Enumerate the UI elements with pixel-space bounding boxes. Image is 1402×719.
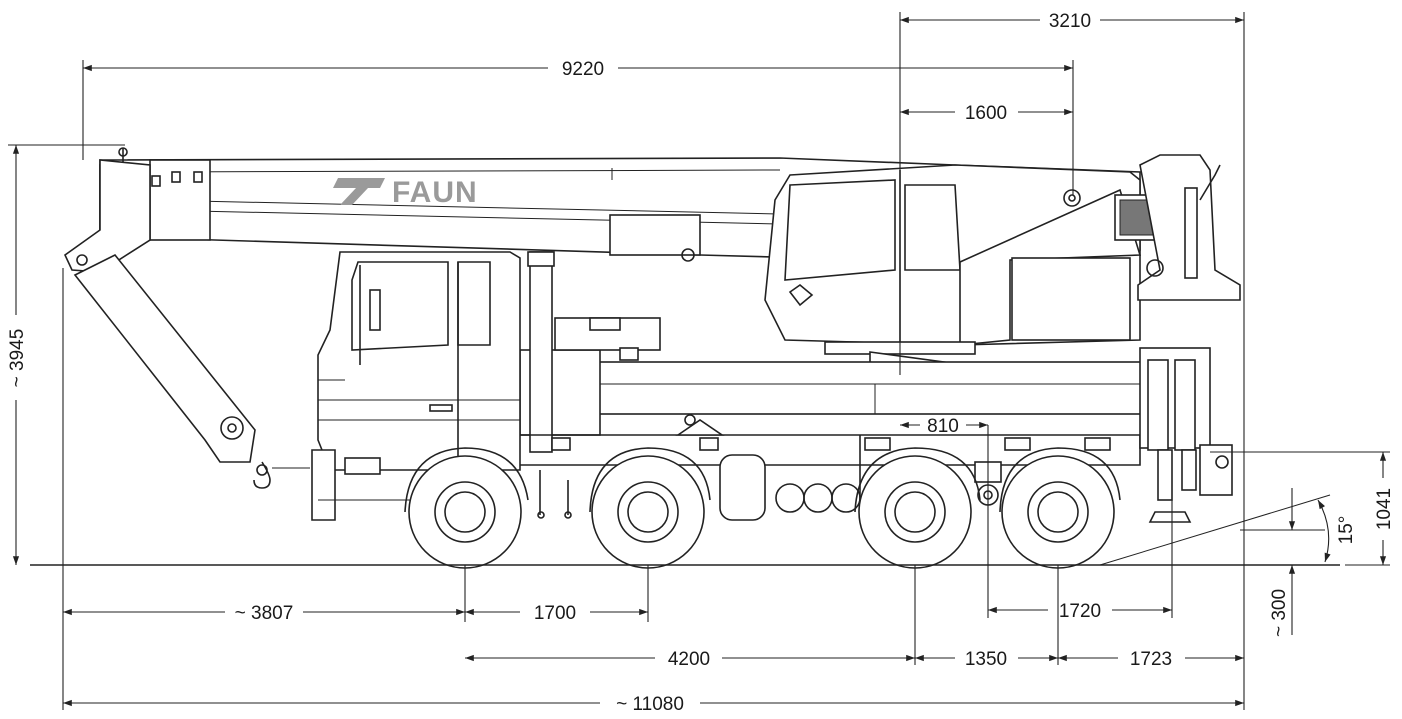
dim-total-length: ~ 11080 bbox=[616, 694, 684, 715]
dim-rear-overhang: 1723 bbox=[1130, 649, 1172, 670]
rear-outrigger bbox=[1139, 347, 1233, 523]
wheel-4 bbox=[1001, 455, 1115, 569]
dimension-lines bbox=[8, 12, 1390, 710]
driver-cab bbox=[311, 251, 521, 521]
wheel-3 bbox=[858, 455, 972, 569]
dim-outrigger-span: 1720 bbox=[1059, 601, 1101, 622]
dim-front-overhang: ~ 3807 bbox=[235, 603, 294, 624]
dim-rear-overhang-top: 3210 bbox=[1049, 11, 1091, 32]
dim-slew-offset: 810 bbox=[927, 416, 959, 437]
dimension-labels: 3210 9220 1600 810 ~ 3945 1041 15° ~ 300… bbox=[7, 11, 1395, 715]
logo-text: FAUN bbox=[392, 176, 478, 209]
dim-outrigger-height: 1041 bbox=[1374, 488, 1395, 530]
crane-vehicle: FAUN bbox=[30, 147, 1340, 569]
dim-slew-to-pivot: 1600 bbox=[965, 103, 1007, 124]
wheels bbox=[404, 447, 1121, 569]
dim-departure-angle: 15° bbox=[1336, 516, 1357, 545]
superstructure bbox=[764, 154, 1241, 386]
dim-boom-reach: 9220 bbox=[562, 59, 604, 80]
boom-head bbox=[63, 159, 151, 273]
dim-axle-2-3: 4200 bbox=[668, 649, 710, 670]
dim-ground-clearance: ~ 300 bbox=[1269, 589, 1290, 637]
wheel-1 bbox=[408, 455, 522, 569]
dim-axle-1-2: 1700 bbox=[534, 603, 576, 624]
luffing-strut bbox=[73, 253, 310, 489]
faun-logo: FAUN bbox=[333, 176, 478, 209]
wheel-2 bbox=[591, 455, 705, 569]
dim-axle-3-4: 1350 bbox=[965, 649, 1007, 670]
dim-total-height: ~ 3945 bbox=[7, 329, 28, 388]
